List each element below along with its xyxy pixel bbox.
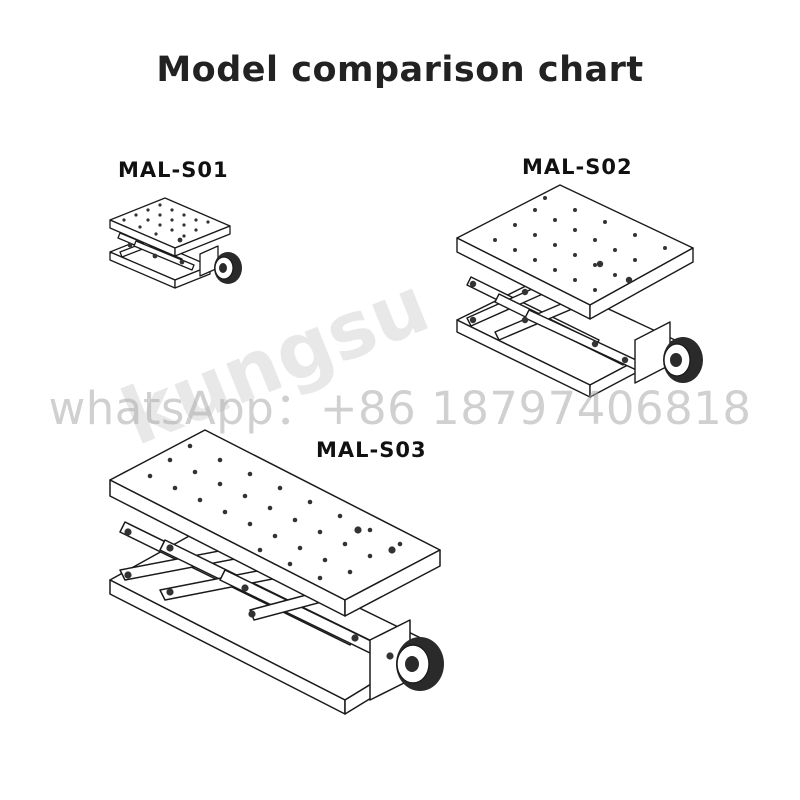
- model-label-s02: MAL-S02: [522, 155, 633, 179]
- stage-drawing-s01: [109, 197, 242, 289]
- stage-drawing-s02: [456, 184, 703, 398]
- model-label-s01: MAL-S01: [118, 158, 229, 182]
- model-label-s03: MAL-S03: [316, 438, 427, 462]
- stage-drawing-s03: [109, 429, 444, 715]
- chart-title: Model comparison chart: [156, 50, 644, 90]
